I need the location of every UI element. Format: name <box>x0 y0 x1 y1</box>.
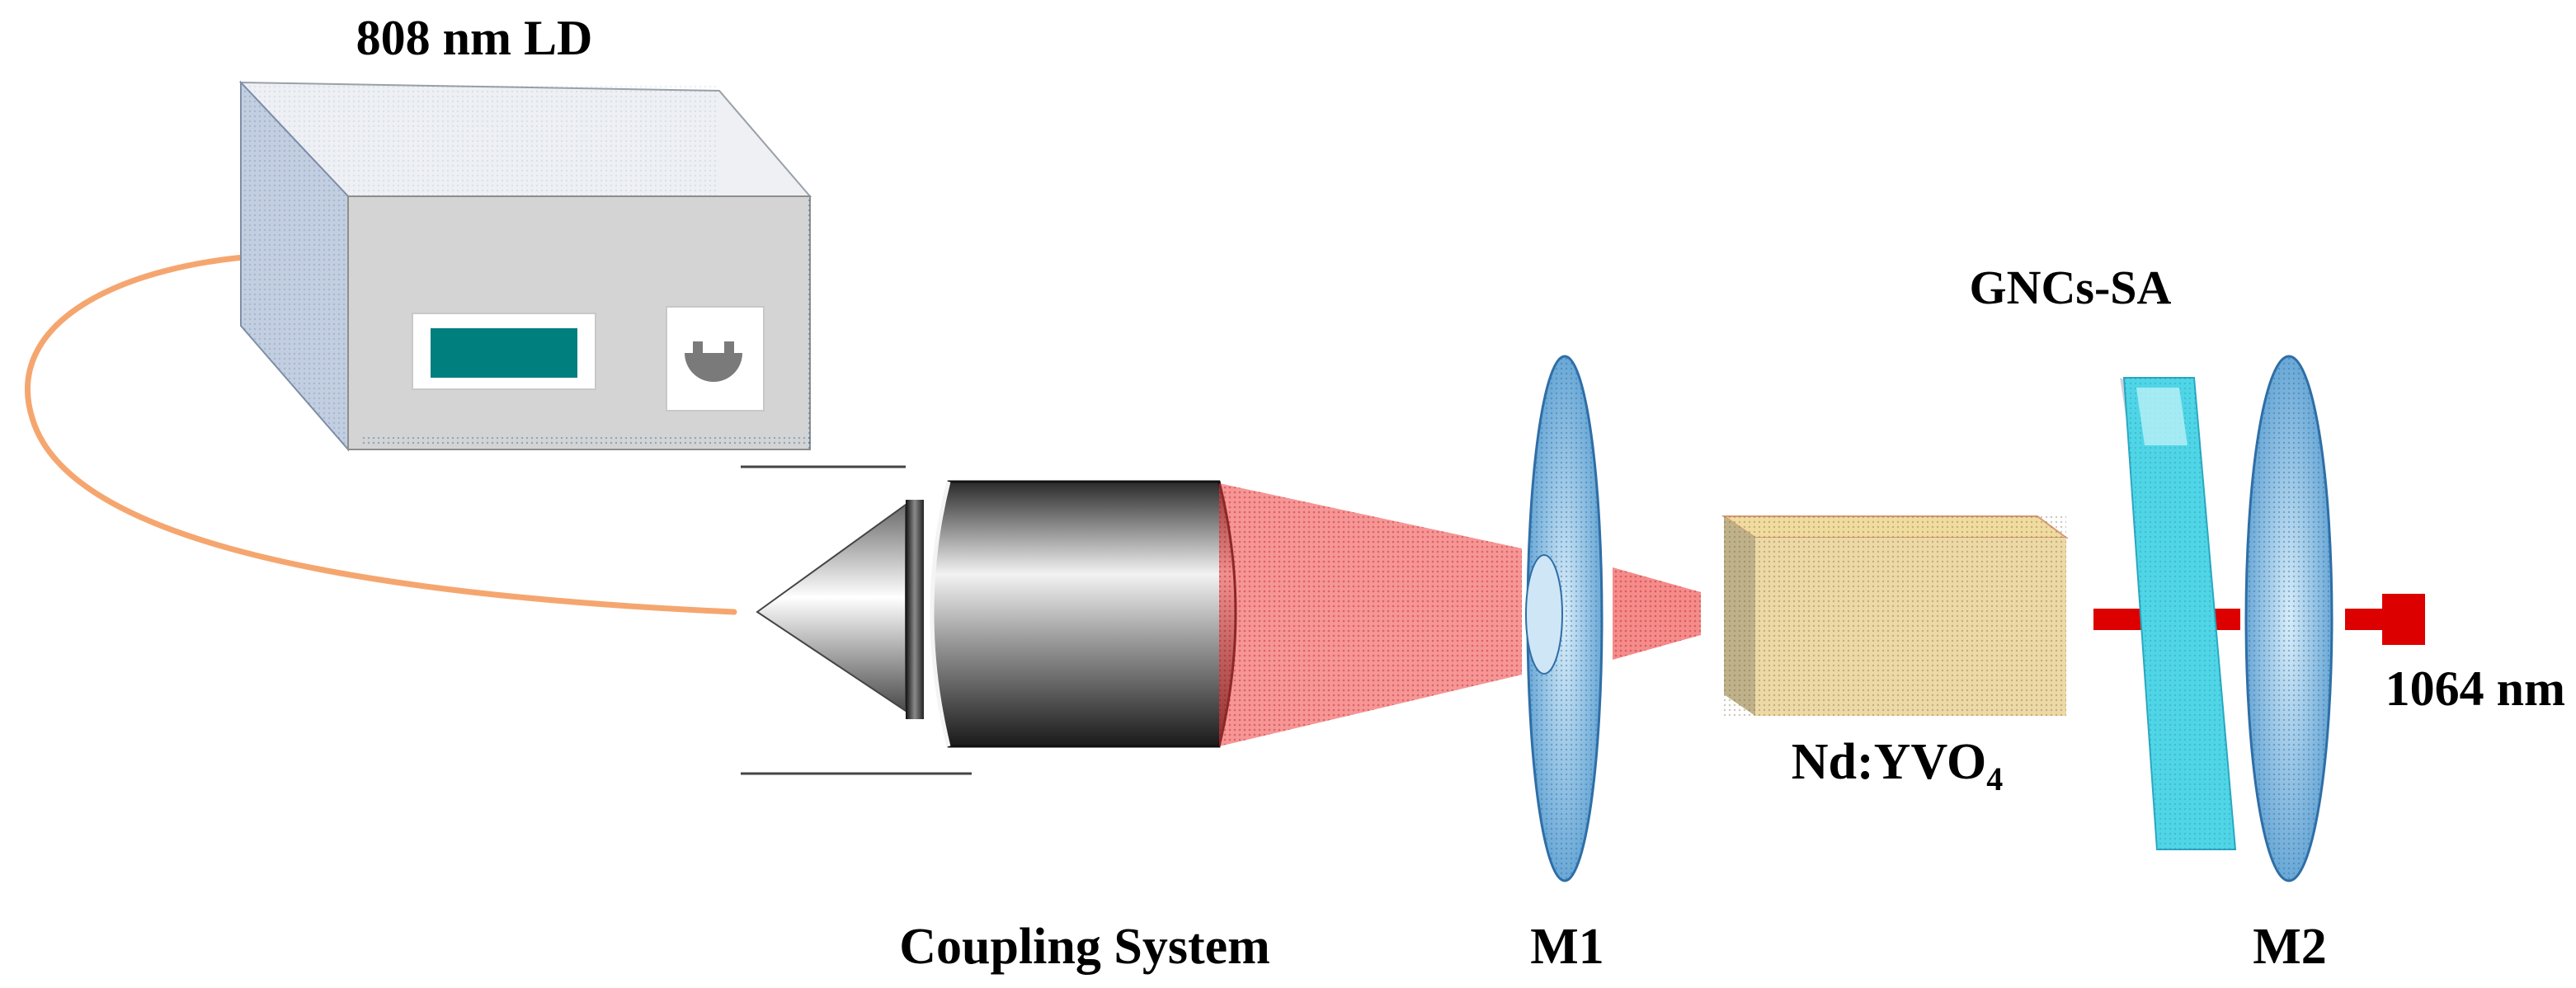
label-nd-yvo4: Nd:YVO4 <box>1792 734 2003 797</box>
coupling-cylinder <box>930 480 1237 748</box>
coupling-cone <box>756 503 907 713</box>
mirror-m2 <box>2244 355 2333 882</box>
nd-yvo4-crystal <box>1721 515 2070 716</box>
output-beam-stem <box>2345 609 2385 630</box>
label-output-wavelength: 1064 nm <box>2385 661 2565 716</box>
mirror-m1 <box>1525 355 1604 882</box>
label-m2: M2 <box>2253 919 2327 975</box>
crystal-subscript: 4 <box>1986 760 2003 797</box>
coupling-cap <box>906 500 924 719</box>
coupling-system <box>741 465 1237 775</box>
output-beam-head <box>2382 594 2425 645</box>
fiber-cable <box>25 252 737 615</box>
ld-display-screen <box>431 328 577 378</box>
gncs-sa-plate <box>2120 377 2237 850</box>
label-gncs-sa: GNCs-SA <box>1970 261 2172 314</box>
knob-icon <box>685 341 742 382</box>
label-laser-diode: 808 nm LD <box>356 11 593 65</box>
label-coupling-system: Coupling System <box>899 919 1270 975</box>
label-m1: M1 <box>1530 919 1604 975</box>
crystal-formula: Nd:YVO <box>1792 734 1986 790</box>
laser-diode-box <box>238 80 813 452</box>
intracavity-beam-right <box>2217 609 2240 630</box>
